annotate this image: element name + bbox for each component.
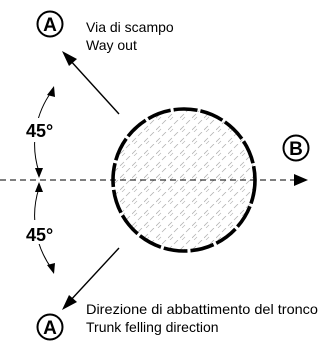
angle-arc-lower-arrow-top	[35, 182, 43, 192]
angle-arc-upper-arrow-top	[47, 86, 55, 97]
angle-label-lower-bg	[24, 220, 68, 244]
marker-a-bottom-letter: A	[43, 318, 57, 339]
caption-felling-it: Direzione di abbattimento del tronco	[86, 301, 318, 317]
escape-route-arrowhead-bottom	[62, 295, 77, 310]
escape-route-arrowhead-top	[62, 51, 77, 66]
caption-escape-it: Via di scampo	[86, 19, 174, 35]
caption-felling-en: Trunk felling direction	[86, 319, 219, 335]
marker-a-top-letter: A	[43, 15, 57, 36]
felling-direction-arrowhead	[294, 174, 308, 186]
angle-label-upper: 45°	[26, 121, 53, 141]
caption-escape-en: Way out	[86, 37, 137, 53]
marker-a-top: A	[36, 10, 64, 38]
marker-b: B	[282, 134, 310, 162]
escape-route-arrow-top	[68, 58, 120, 115]
angle-arc-lower-arrow-bottom	[47, 263, 55, 274]
angle-label-lower: 45°	[26, 225, 53, 245]
escape-route-arrow-bottom	[68, 247, 120, 303]
marker-b-letter: B	[289, 139, 303, 160]
angle-label-upper-bg	[24, 118, 68, 142]
angle-arc-upper-arrow-bottom	[35, 168, 43, 178]
marker-a-bottom: A	[36, 313, 64, 341]
